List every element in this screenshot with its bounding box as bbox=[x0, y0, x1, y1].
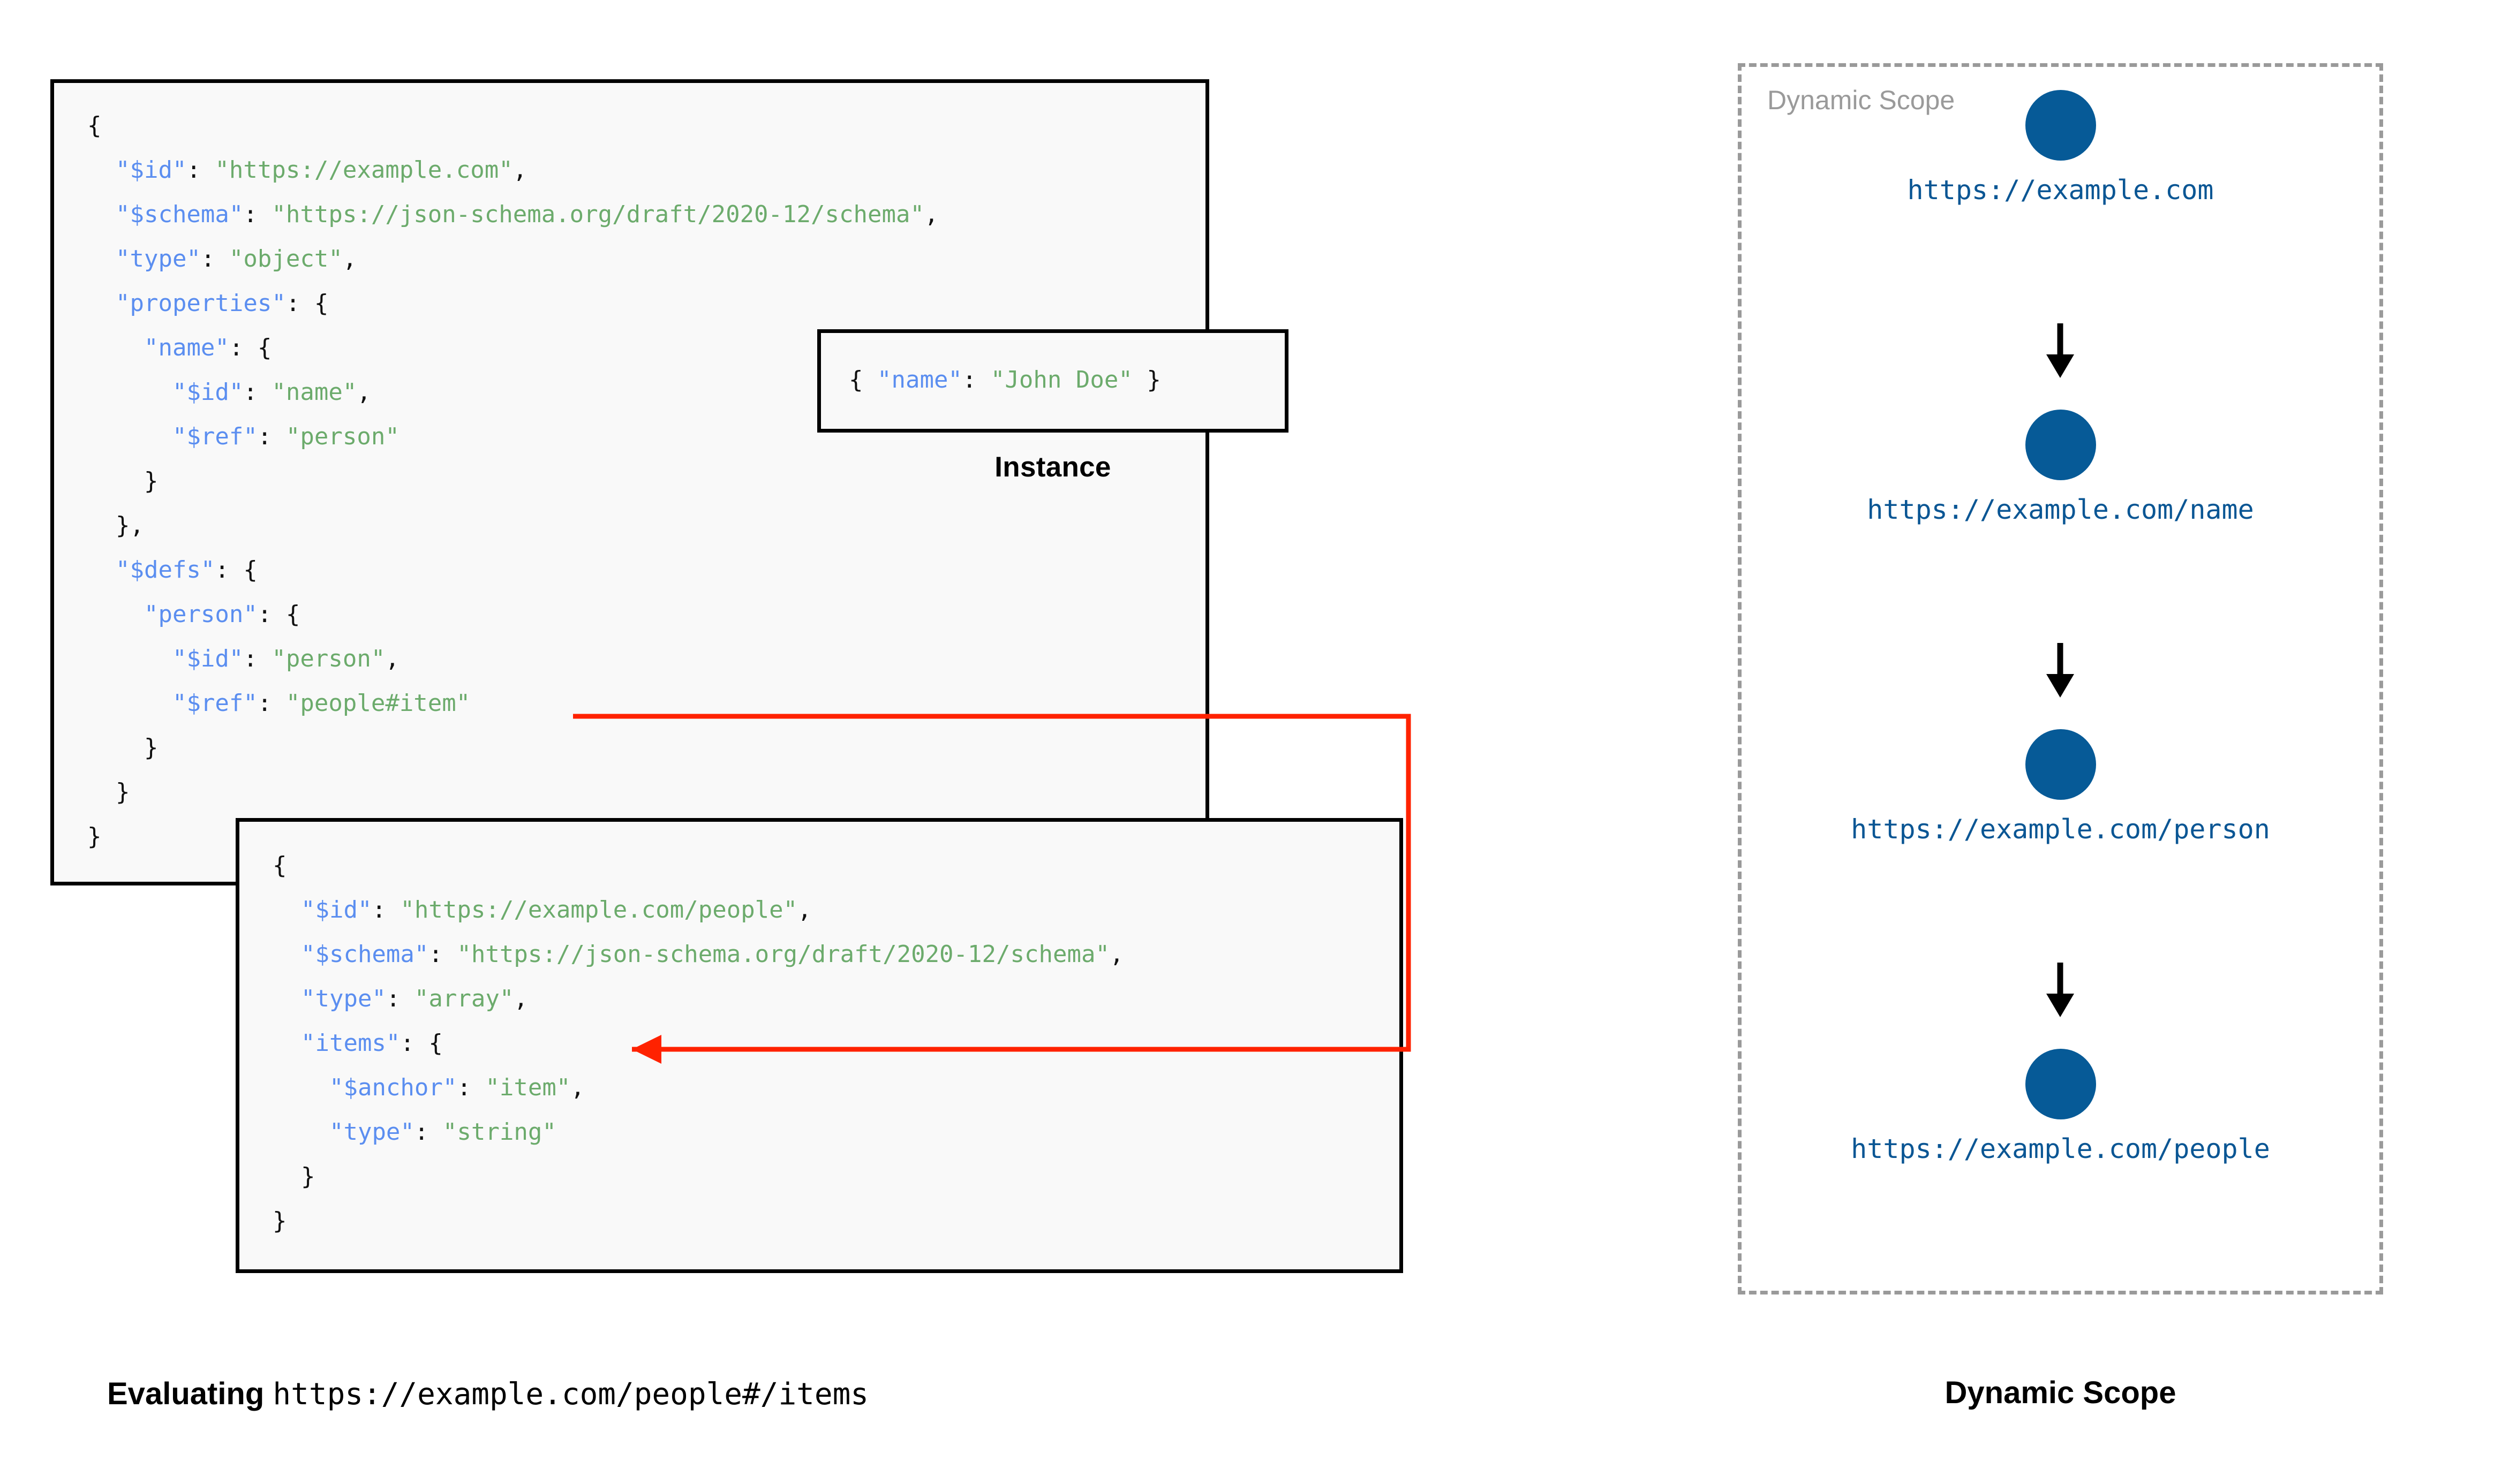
scope-arrow-icon-0 bbox=[2046, 323, 2074, 378]
evaluating-caption: Evaluating https://example.com/people#/i… bbox=[107, 1376, 869, 1412]
scope-node-2: https://example.com/person bbox=[1738, 729, 2383, 845]
scope-arrow-icon-2 bbox=[2046, 963, 2074, 1017]
code-line: "properties": { bbox=[115, 290, 329, 317]
scope-node-label: https://example.com/name bbox=[1867, 494, 2254, 525]
code-line: }, bbox=[87, 512, 144, 539]
dynamic-scope-caption: Dynamic Scope bbox=[1945, 1375, 2176, 1410]
people-schema-box: { "$id": "https://example.com/people", "… bbox=[236, 818, 1403, 1273]
scope-node-1: https://example.com/name bbox=[1738, 410, 2383, 525]
code-line: } bbox=[87, 778, 130, 806]
scope-node-label: https://example.com/people bbox=[1851, 1133, 2270, 1164]
dynamic-scope-panel bbox=[1738, 63, 2383, 1294]
code-line: "$id": "person", bbox=[172, 645, 400, 672]
code-line: "items": { bbox=[300, 1029, 443, 1057]
code-line: "type": "object", bbox=[115, 245, 357, 272]
root-schema-code: { "$id": "https://example.com", "$schema… bbox=[87, 103, 938, 859]
code-line: "$id": "https://example.com/people", bbox=[300, 896, 812, 923]
code-line: } bbox=[87, 823, 102, 850]
code-line: "$ref": "person" bbox=[172, 423, 400, 450]
evaluating-label: Evaluating bbox=[107, 1376, 265, 1411]
code-line: { bbox=[87, 112, 102, 139]
code-line: "$id": "name", bbox=[172, 378, 371, 406]
code-line: { bbox=[273, 852, 287, 879]
scope-dot-icon bbox=[2025, 90, 2096, 161]
code-line: } bbox=[87, 734, 159, 761]
code-line: } bbox=[273, 1207, 287, 1235]
code-line: "$anchor": "item", bbox=[329, 1074, 585, 1101]
code-line: "type": "string" bbox=[329, 1118, 556, 1146]
scope-dot-icon bbox=[2025, 729, 2096, 800]
ref-resolution-arrow-icon bbox=[573, 714, 1411, 1064]
scope-node-3: https://example.com/people bbox=[1738, 1049, 2383, 1164]
code-line: "type": "array", bbox=[300, 985, 528, 1012]
scope-node-0: https://example.com bbox=[1738, 90, 2383, 206]
code-line: } bbox=[273, 1163, 315, 1190]
scope-node-label: https://example.com/person bbox=[1851, 814, 2270, 845]
code-line: "$id": "https://example.com", bbox=[115, 156, 527, 184]
scope-node-label: https://example.com bbox=[1907, 175, 2214, 206]
scope-arrow-icon-1 bbox=[2046, 643, 2074, 698]
code-line: "person": { bbox=[144, 601, 300, 628]
evaluating-uri: https://example.com/people#/items bbox=[273, 1377, 869, 1412]
instance-box: { "name": "John Doe" } bbox=[817, 329, 1288, 433]
scope-dot-icon bbox=[2025, 410, 2096, 480]
code-line: } bbox=[87, 467, 159, 495]
people-schema-code: { "$id": "https://example.com/people", "… bbox=[273, 843, 1124, 1243]
code-line: "$ref": "people#item" bbox=[172, 690, 471, 717]
instance-code: { "name": "John Doe" } bbox=[849, 358, 1161, 402]
code-line: "$schema": "https://json-schema.org/draf… bbox=[115, 201, 939, 228]
scope-dot-icon bbox=[2025, 1049, 2096, 1119]
code-line: "$schema": "https://json-schema.org/draf… bbox=[300, 941, 1124, 968]
instance-caption: Instance bbox=[994, 451, 1111, 483]
code-line: "$defs": { bbox=[115, 556, 258, 584]
code-line: "name": { bbox=[144, 334, 272, 361]
root-schema-box: { "$id": "https://example.com", "$schema… bbox=[50, 79, 1209, 885]
code-line: { "name": "John Doe" } bbox=[849, 366, 1161, 393]
dynamic-scope-title: Dynamic Scope bbox=[1767, 85, 1955, 115]
